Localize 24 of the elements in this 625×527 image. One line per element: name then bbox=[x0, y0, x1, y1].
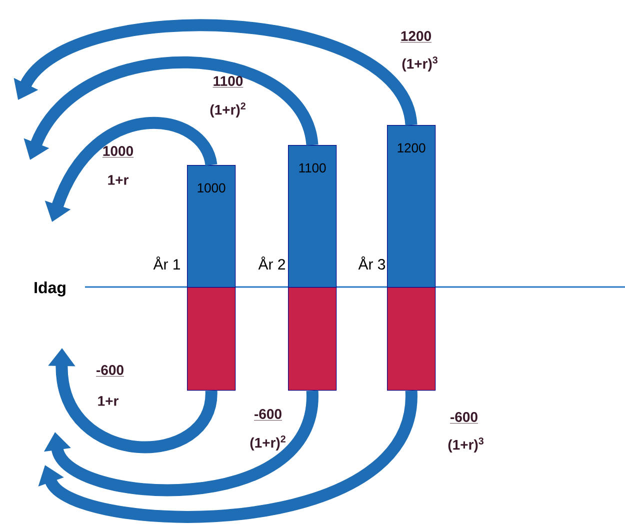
cash-flow-bar: 1200 bbox=[387, 125, 436, 288]
denominator: (1+r)$^{2}$ bbox=[250, 436, 286, 450]
numerator: -600 bbox=[254, 409, 282, 421]
denominator: (1+r)$^{2}$ bbox=[210, 102, 246, 118]
year-label: År 2 bbox=[258, 256, 285, 270]
numerator: -600 bbox=[96, 365, 124, 377]
denominator: 1+r bbox=[98, 396, 118, 406]
cash-flow-bar: 1100 bbox=[288, 145, 337, 288]
curved-arrow bbox=[38, 390, 418, 523]
numerator: 1200 bbox=[400, 31, 432, 43]
numerator: -600 bbox=[450, 412, 478, 424]
curved-arrow bbox=[44, 390, 318, 496]
denominator: (1+r)$^{3}$ bbox=[448, 438, 484, 452]
outflow-bar bbox=[288, 287, 337, 391]
today-label: Idag bbox=[34, 282, 66, 296]
denominator: (1+r)$^{3}$ bbox=[402, 56, 438, 72]
denominator: 1+r bbox=[108, 175, 128, 185]
cash-flow-bar: 1000 bbox=[187, 165, 236, 288]
year-label: År 3 bbox=[358, 256, 386, 270]
numerator: 1000 bbox=[102, 146, 134, 158]
outflow-bar bbox=[387, 287, 436, 391]
year-label: År 1 bbox=[153, 256, 180, 270]
numerator: 1100 bbox=[212, 76, 244, 88]
outflow-bar bbox=[187, 287, 236, 391]
